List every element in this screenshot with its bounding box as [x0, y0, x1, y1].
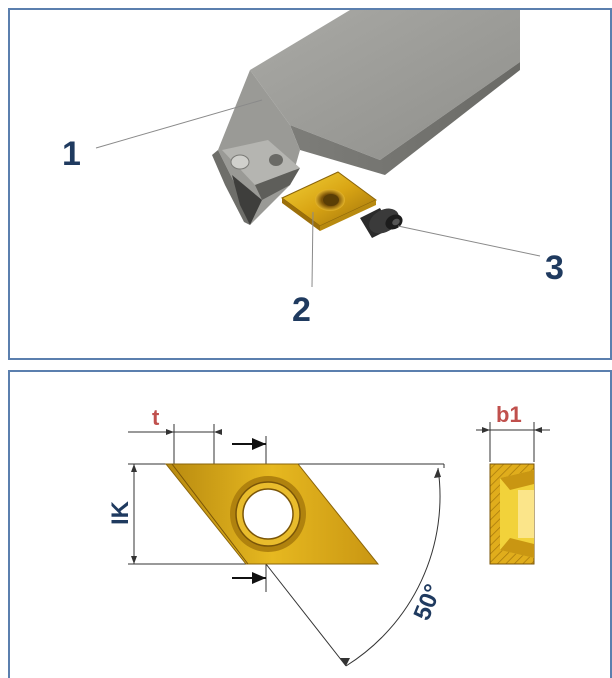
dim-t-label: t: [152, 405, 160, 430]
insert-shim: [281, 171, 377, 231]
insert-pocket: [222, 140, 300, 185]
insert-section-view: [489, 463, 535, 565]
tool-holder: [212, 10, 520, 225]
clamp-screw: [360, 208, 403, 238]
callout-1: 1: [62, 135, 81, 173]
holder-shank-top: [250, 10, 520, 160]
leader-3: [397, 225, 541, 257]
leader-1: [95, 99, 263, 149]
insert-top-view: [164, 463, 380, 565]
callout-2: 2: [292, 291, 311, 329]
dim-b1-label: b1: [496, 402, 522, 427]
holder-shank-side: [290, 62, 520, 175]
leader-2: [311, 211, 314, 288]
dim-ik-label: IK: [107, 500, 134, 525]
holder-head-edge: [212, 150, 250, 225]
angle-label: 50°: [409, 580, 448, 624]
callout-3: 3: [545, 249, 564, 287]
